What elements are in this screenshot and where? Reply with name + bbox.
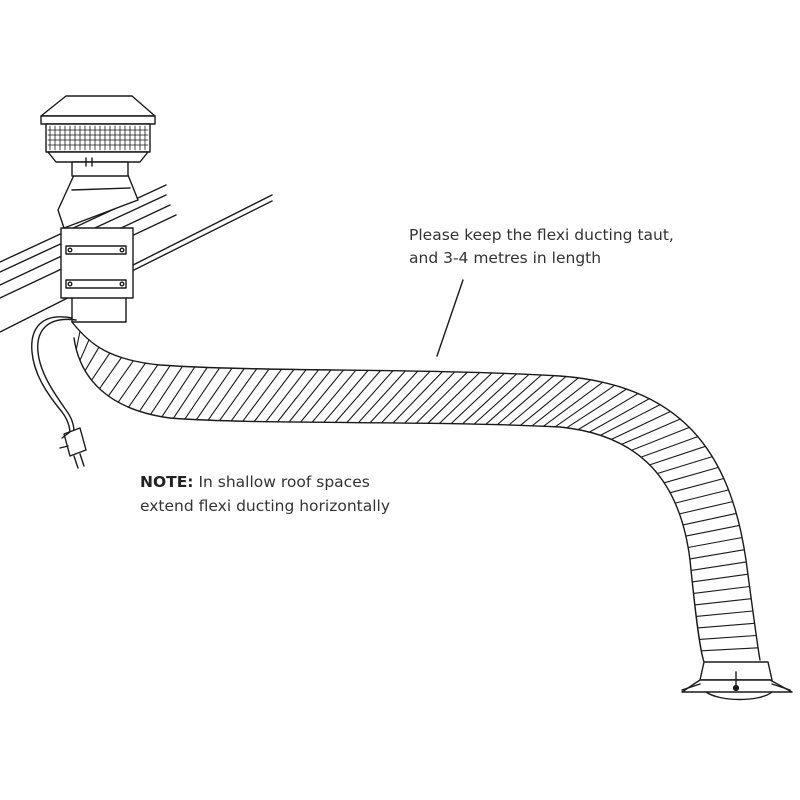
duct-rib — [184, 367, 221, 420]
duct-rib — [128, 364, 159, 408]
duct-rib — [640, 436, 699, 458]
duct-rib — [438, 372, 493, 424]
duct-rib — [207, 367, 245, 421]
duct-rib — [695, 610, 754, 617]
duct-rib — [265, 369, 307, 423]
duct-rib — [473, 373, 530, 425]
duct-rib — [253, 368, 295, 423]
duct-rib — [678, 501, 734, 515]
duct-rib — [276, 369, 320, 423]
note-line-1: NOTE: In shallow roof spaces — [140, 470, 390, 494]
duct-rib — [577, 392, 639, 431]
ceiling-grille — [681, 661, 793, 701]
duct-rib — [219, 368, 258, 422]
duct-rib — [687, 536, 743, 549]
duct-rib — [107, 360, 134, 397]
duct-rib — [599, 404, 661, 436]
duct-rib — [161, 366, 196, 418]
duct-rib — [508, 375, 567, 426]
duct-rib — [450, 372, 505, 425]
duct-rib — [691, 573, 749, 583]
duct-rib — [462, 373, 518, 425]
duct-rib — [84, 346, 100, 372]
duct-rib — [346, 370, 394, 424]
duct-rib — [381, 370, 431, 424]
duct-rib — [519, 377, 579, 426]
duct-rib — [138, 365, 171, 412]
duct-rib — [404, 371, 456, 424]
flexi-duct — [71, 321, 761, 663]
fan-housing — [60, 227, 134, 323]
duct-rib — [554, 384, 616, 428]
duct-rib — [656, 456, 713, 475]
duct-rib — [692, 585, 751, 594]
duct-rib — [682, 512, 737, 526]
duct-rib — [621, 418, 681, 445]
duct-rib — [700, 647, 759, 652]
duct-rib — [663, 466, 719, 484]
callout-line-2: and 3-4 metres in length — [409, 249, 602, 267]
callout-leader-line — [436, 279, 464, 357]
duct-rib — [694, 598, 752, 606]
duct-rib — [300, 369, 344, 423]
duct-rib — [697, 622, 756, 629]
duct-rib — [91, 352, 111, 381]
duct-rib — [357, 370, 406, 424]
duct-rib — [117, 362, 147, 403]
duct-rib — [610, 410, 672, 440]
roof-flashing — [57, 174, 139, 229]
duct-rib — [195, 367, 233, 421]
duct-rib — [311, 369, 357, 423]
power-cord-plug — [31, 316, 87, 469]
duct-rib — [79, 339, 90, 361]
duct-rib — [172, 366, 208, 419]
note-line-2: extend flexi ducting horizontally — [140, 497, 391, 515]
ducting-length-callout: Please keep the flexi ducting taut, and … — [409, 224, 674, 270]
duct-rib — [334, 370, 382, 423]
duct-rib — [690, 561, 747, 571]
duct-rib — [369, 370, 419, 424]
duct-rib — [566, 388, 628, 429]
duct-rib — [427, 372, 481, 424]
note-label: NOTE: — [140, 473, 194, 491]
duct-rib — [323, 369, 369, 423]
duct-rib — [496, 375, 555, 426]
duct-rib — [674, 489, 730, 504]
shallow-roof-note: NOTE: In shallow roof spaces extend flex… — [140, 470, 390, 518]
duct-rib — [543, 381, 604, 427]
duct-rib — [288, 369, 332, 423]
duct-rib — [689, 549, 745, 560]
duct-rib — [415, 371, 468, 424]
duct-rib — [230, 368, 270, 422]
note-text-1: In shallow roof spaces — [198, 473, 370, 491]
duct-rib — [75, 330, 81, 350]
duct-rib — [98, 357, 122, 390]
duct-rib — [242, 368, 283, 422]
duct-rib — [392, 371, 443, 424]
duct-rib — [485, 374, 542, 425]
duct-rib — [531, 379, 592, 427]
roof-sheeting — [0, 184, 273, 333]
duct-rib — [631, 426, 690, 451]
duct-rib — [698, 634, 757, 640]
duct-rib — [685, 524, 741, 537]
roof-vent-cowl — [40, 95, 156, 177]
duct-rib — [669, 477, 725, 494]
callout-line-1: Please keep the flexi ducting taut, — [409, 226, 674, 244]
duct-rib — [150, 365, 184, 415]
duct-rib — [588, 398, 650, 433]
duct-rib — [649, 445, 706, 466]
